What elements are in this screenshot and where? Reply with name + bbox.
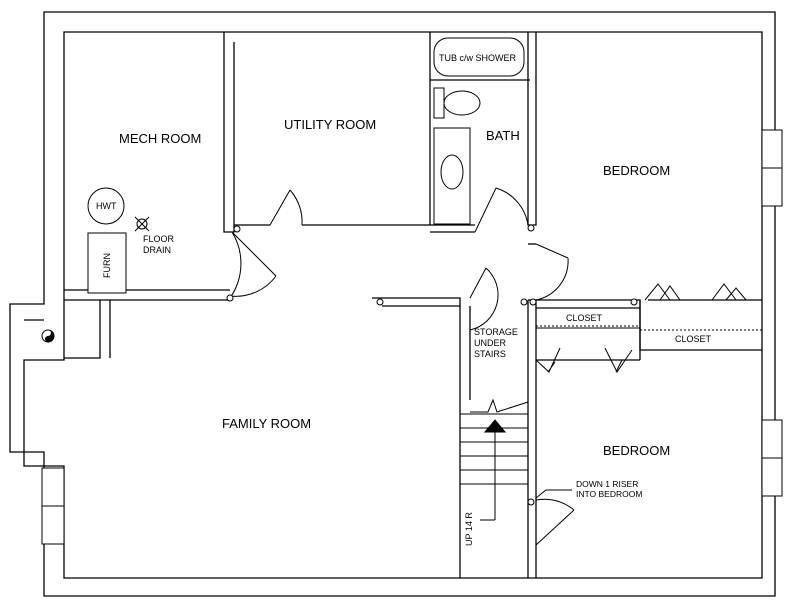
- sump-icon: [41, 329, 55, 343]
- toilet-bowl: [443, 90, 481, 116]
- floor-drain-label-line2: DRAIN: [143, 245, 171, 255]
- doors: [226, 187, 638, 546]
- floor-drain-icon: [134, 216, 150, 232]
- toilet-tank: [433, 87, 445, 119]
- furnace: [87, 232, 127, 294]
- bedroom-lower-label: BEDROOM: [603, 443, 670, 458]
- family-room-label: FAMILY ROOM: [222, 416, 311, 431]
- storage-label-line2: UNDER: [474, 338, 507, 348]
- stair-arrow-icon: [483, 419, 507, 433]
- exterior-walls: [9, 11, 776, 597]
- closets: [535, 283, 762, 373]
- hwt-label: HWT: [96, 201, 117, 211]
- closet-left-label: CLOSET: [566, 313, 603, 323]
- storage-label-line3: STAIRS: [474, 349, 506, 359]
- tub-fixture: [433, 37, 525, 77]
- mech-fixtures: [41, 187, 150, 343]
- sink: [440, 154, 464, 190]
- utility-room-label: UTILITY ROOM: [284, 117, 376, 132]
- tub-label: TUB c/w SHOWER: [439, 53, 517, 63]
- windows: [41, 129, 783, 545]
- mech-room-label: MECH ROOM: [119, 131, 201, 146]
- hot-water-tank: [87, 187, 125, 225]
- closet-right-label: CLOSET: [675, 334, 712, 344]
- riser-note-line2: INTO BEDROOM: [576, 489, 642, 499]
- floor-drain-label-line1: FLOOR: [143, 234, 175, 244]
- bedroom-upper-label: BEDROOM: [603, 163, 670, 178]
- bath-label: BATH: [486, 128, 520, 143]
- bath-fixtures: [433, 37, 525, 225]
- stairs-label: UP 14 R: [464, 512, 474, 546]
- storage-label-line1: STORAGE: [474, 327, 518, 337]
- interior-walls: [64, 32, 762, 578]
- riser-note-leader: [535, 489, 572, 499]
- furnace-label: FURN: [102, 253, 112, 278]
- stairs: [460, 398, 529, 521]
- riser-note-line1: DOWN 1 RISER: [576, 479, 638, 489]
